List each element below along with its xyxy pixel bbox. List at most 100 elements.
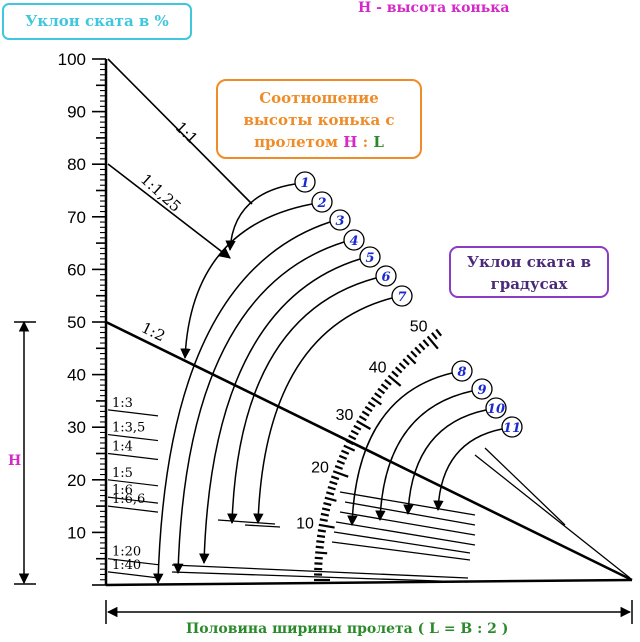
degree-tick <box>332 470 349 478</box>
ratio-box-sep: : <box>357 133 374 151</box>
marker-circle <box>294 171 316 193</box>
degree-tick <box>330 475 340 481</box>
ratio-box-line-3-prefix: пролетом <box>254 133 344 151</box>
degree-tick <box>345 439 354 446</box>
degree-tick <box>406 354 417 365</box>
degree-tick <box>377 387 386 395</box>
degree-tick <box>384 379 392 386</box>
degree-tick <box>353 424 362 431</box>
degree-tick <box>316 540 325 544</box>
marker-number: 3 <box>335 214 344 229</box>
degree-tick <box>431 332 438 340</box>
ratio-line-1-1-25 <box>107 163 231 259</box>
marker-pointer-arc <box>153 221 331 585</box>
degree-box-line-2: градусах <box>490 275 568 293</box>
marker-number: 8 <box>457 365 466 380</box>
percent-minor-ticks <box>92 58 106 586</box>
marker-pointer-arc <box>253 297 393 525</box>
marker-number: 1 <box>300 176 309 191</box>
percent-tick-label: 80 <box>67 155 86 174</box>
degree-tick <box>394 366 403 374</box>
degree-tick-label: 10 <box>296 515 314 532</box>
small-ratio-label: 1:40 <box>112 558 141 573</box>
percent-tick-label: 50 <box>67 313 86 332</box>
h-dimension-label: H <box>8 453 21 469</box>
percent-tick-label: 30 <box>67 418 86 437</box>
ratio-box-line-1: Соотношение <box>259 89 379 107</box>
ratio-label-1-1-25: 1:1,25 <box>137 170 185 215</box>
marker-pointer-arc <box>180 203 313 360</box>
percent-tick-label: 20 <box>67 471 86 490</box>
marker-number: 7 <box>397 290 406 305</box>
degree-tick <box>323 502 332 507</box>
degree-tick <box>350 429 359 436</box>
marker-arcs <box>153 183 503 585</box>
small-ratio-label: 1:6 <box>112 483 133 498</box>
base-line <box>105 578 633 587</box>
marker-pointer-arc <box>173 241 345 575</box>
marker-circle <box>359 246 381 268</box>
marker-circle <box>451 360 473 382</box>
marker-circle <box>375 265 397 287</box>
degree-tick <box>418 342 426 351</box>
small-ratio-line <box>107 496 159 504</box>
degree-tick <box>320 512 330 517</box>
degree-tick <box>410 350 418 358</box>
ratio-label-1-1: 1:1 <box>172 118 202 148</box>
marker-number: 2 <box>316 196 326 211</box>
degree-tick <box>317 529 326 533</box>
small-ratio-label: 1:6,6 <box>112 492 145 507</box>
degree-tick <box>356 420 372 430</box>
percent-tick-label: 10 <box>67 523 86 542</box>
marker-number: 4 <box>349 234 358 249</box>
marker-circle <box>485 397 507 419</box>
ratio-box-line-3: пролетом H : L <box>218 131 420 153</box>
small-ratio-label: 1:3 <box>112 396 133 411</box>
half-span-label: Половина ширины пролета ( L = B : 2 ) <box>186 621 509 637</box>
small-ratio-line <box>107 571 159 579</box>
small-ratio-line <box>107 452 159 461</box>
percent-slope-box: Уклон ската в % <box>2 3 192 40</box>
degree-tick <box>387 374 402 387</box>
marker-pointer-arc <box>433 428 503 512</box>
ratio-box-l: L <box>373 133 384 151</box>
degree-tick <box>341 449 350 455</box>
percent-tick-label: 90 <box>67 103 86 122</box>
degree-tick <box>358 415 367 422</box>
degree-tick <box>391 370 399 378</box>
percent-tick-label: 60 <box>67 260 86 279</box>
marker-circle <box>501 416 523 438</box>
marker-pointer-arc <box>227 277 377 525</box>
degree-tick <box>343 444 356 452</box>
marker-number: 11 <box>503 421 521 436</box>
marker-circle <box>471 378 493 400</box>
degree-tick <box>364 405 373 413</box>
degree-tick <box>422 339 430 347</box>
marker-circle <box>343 229 365 251</box>
degree-tick <box>319 518 328 522</box>
percent-tick-label: 40 <box>67 366 86 385</box>
degree-scale <box>314 328 443 582</box>
percent-tick-label: 70 <box>67 208 86 227</box>
small-ratio-label: 1:20 <box>112 545 141 560</box>
marker-pointer-arc <box>375 390 473 522</box>
small-ratio-lines: 1:31:3,51:41:51:61:6,61:201:40 <box>107 396 159 579</box>
degree-tick <box>321 507 331 512</box>
marker-circle <box>311 191 333 213</box>
degree-tick <box>380 383 389 391</box>
small-ratio-line <box>107 479 159 487</box>
marker-pointer-arc <box>199 258 361 565</box>
degree-tick <box>327 485 336 491</box>
degree-tick <box>326 491 335 496</box>
degree-tick <box>329 480 338 486</box>
degree-tick <box>314 556 323 560</box>
ratio-box: Соотношение высоты конька с пролетом H :… <box>216 79 422 159</box>
degree-box-line-1: Уклон ската в <box>466 253 592 271</box>
marker-number: 6 <box>381 270 390 285</box>
small-ratio-line <box>107 409 159 417</box>
degree-tick <box>398 362 407 370</box>
percent-slope-label: Уклон ската в % <box>25 12 169 30</box>
